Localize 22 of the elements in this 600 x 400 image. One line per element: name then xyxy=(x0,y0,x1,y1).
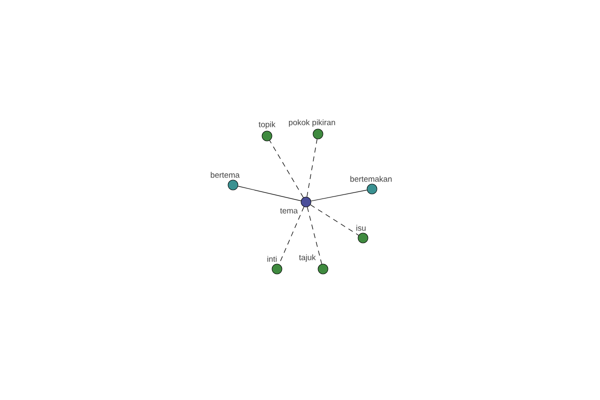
graph-node xyxy=(300,196,312,208)
node-label: tema xyxy=(280,208,298,214)
node-label: pokok pikiran xyxy=(288,119,336,127)
graph-node xyxy=(366,184,378,194)
node-label: bertemakan xyxy=(350,176,392,182)
graph-node xyxy=(312,128,324,140)
connector-line xyxy=(310,204,359,236)
node-label: topik xyxy=(258,121,276,129)
node-label: bertema xyxy=(210,172,240,178)
connector-line xyxy=(238,186,302,202)
connector-line xyxy=(269,140,304,198)
connector-line xyxy=(310,190,368,202)
graph-node xyxy=(262,130,272,142)
graph-node xyxy=(318,264,328,274)
graph-node xyxy=(272,264,282,274)
node-label: isu xyxy=(356,224,366,231)
connector-line xyxy=(307,206,322,264)
graph-node xyxy=(358,232,368,244)
node-label: inti xyxy=(267,256,277,262)
graph-node xyxy=(228,180,238,190)
node-label: tajuk xyxy=(299,254,316,262)
connector-line xyxy=(306,138,318,198)
